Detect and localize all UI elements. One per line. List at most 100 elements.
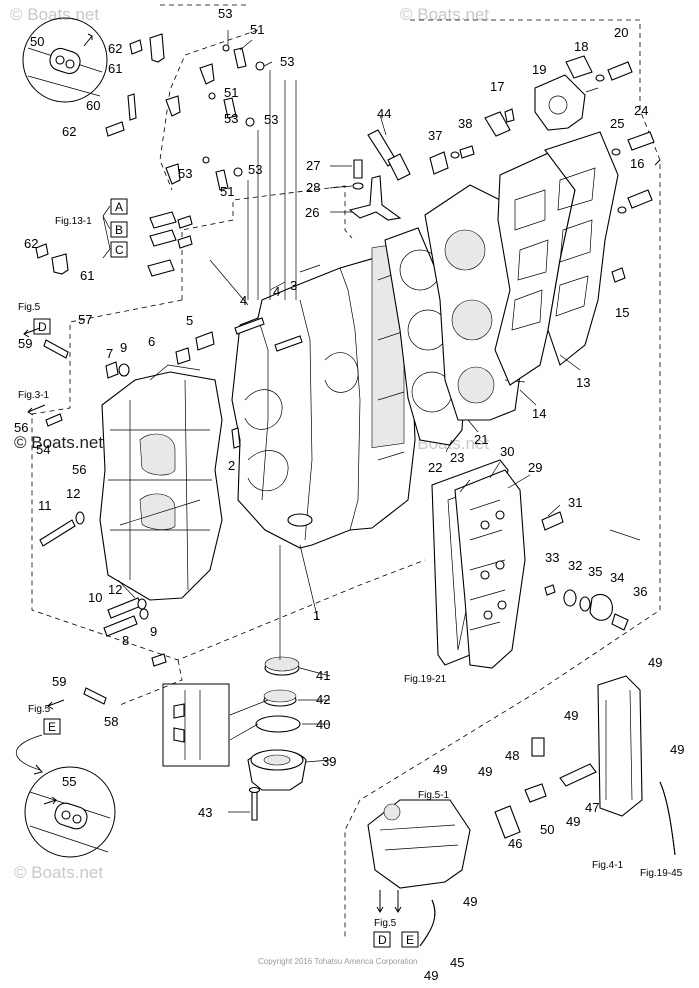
hose-fig19-45	[659, 781, 676, 856]
callout-12b: 12	[108, 582, 122, 597]
callout-15: 15	[615, 305, 629, 320]
callout-45: 45	[450, 955, 464, 970]
callout-38: 38	[458, 116, 472, 131]
callout-53f: 53	[248, 162, 262, 177]
callout-55: 55	[62, 774, 76, 789]
callout-41: 41	[316, 668, 330, 683]
fig-ref-5-1: Fig.5-1	[418, 790, 450, 801]
callout-22: 22	[428, 460, 442, 475]
callout-60: 60	[86, 98, 100, 113]
boxed-letter-b: B	[110, 221, 128, 238]
callout-10: 10	[88, 590, 102, 605]
callout-9a: 9	[120, 340, 127, 355]
callout-43: 43	[198, 805, 212, 820]
callout-51b: 51	[224, 85, 238, 100]
callout-2: 2	[228, 458, 235, 473]
seal-housing-39	[247, 749, 307, 791]
joint-48	[531, 737, 545, 757]
callout-6: 6	[148, 334, 155, 349]
callout-32: 32	[568, 558, 582, 573]
washer-12-upper	[75, 511, 85, 525]
bolt-11	[39, 519, 76, 547]
oil-seal-41	[264, 656, 300, 676]
callout-17: 17	[490, 79, 504, 94]
callout-14: 14	[532, 406, 546, 421]
relief-valve-34	[589, 594, 613, 621]
fig13-bracket	[102, 205, 111, 259]
callout-16: 16	[630, 156, 644, 171]
nuts-53	[202, 44, 265, 177]
callout-49f: 49	[566, 814, 580, 829]
callout-39: 39	[322, 754, 336, 769]
callout-23: 23	[450, 450, 464, 465]
callout-48: 48	[505, 748, 519, 763]
dowel-2	[231, 427, 241, 449]
callout-11: 11	[38, 498, 52, 513]
callout-3: 3	[290, 278, 297, 293]
fig-ref-arrows	[23, 159, 661, 913]
callout-13: 13	[576, 375, 590, 390]
callout-26: 26	[305, 205, 319, 220]
exhaust-tube	[597, 675, 643, 817]
bracket-60	[105, 93, 137, 137]
svg-text:B: B	[115, 223, 123, 237]
callout-61b: 61	[80, 268, 94, 283]
callout-4a: 4	[240, 293, 247, 308]
callout-44: 44	[377, 106, 391, 121]
callout-1: 1	[313, 608, 320, 623]
oil-seal-42	[263, 689, 297, 707]
callout-53b: 53	[280, 54, 294, 69]
leader-lines-top	[209, 30, 297, 306]
boxed-letter-e-mid: E	[43, 718, 61, 735]
pipe-57	[43, 339, 69, 359]
stud-4-upper	[234, 317, 265, 335]
bolt-27	[352, 159, 364, 190]
callout-49c: 49	[670, 742, 684, 757]
stud-4-lower	[274, 335, 303, 352]
svg-text:A: A	[115, 200, 123, 214]
callout-36: 36	[633, 584, 647, 599]
fig-ref-5-top: Fig.5	[18, 302, 41, 313]
washer-9-lower	[139, 608, 149, 620]
svg-text:E: E	[406, 933, 414, 947]
anode-covers	[147, 211, 193, 277]
bolt-5	[195, 331, 215, 351]
bolt-10	[107, 597, 142, 619]
bolt-38	[450, 145, 475, 159]
callout-24: 24	[634, 103, 648, 118]
dowel-6	[175, 347, 191, 365]
cable-bracket	[348, 175, 402, 221]
callout-numbers: 1 2 3 4 4 5 6 7 8 9 9 10 11 12 12 13 14 …	[14, 6, 684, 983]
callout-49d: 49	[433, 762, 447, 777]
inset-52	[22, 17, 108, 103]
callout-62a: 62	[108, 41, 122, 56]
callout-59a: 59	[18, 336, 32, 351]
oring-40	[255, 715, 301, 733]
bracket-61-upper	[129, 33, 165, 63]
callout-40: 40	[316, 717, 330, 732]
watermark-top-right: © Boats.net	[400, 5, 489, 24]
inset-55	[24, 766, 116, 858]
callout-31: 31	[568, 495, 582, 510]
plug-7	[105, 361, 119, 379]
copyright-notice: Copyright 2016 Tohatsu America Corporati…	[258, 957, 418, 966]
callout-42: 42	[316, 692, 330, 707]
bolt-43	[248, 786, 261, 821]
callout-12a: 12	[66, 486, 80, 501]
pipe-58	[83, 687, 107, 705]
callout-19: 19	[532, 62, 546, 77]
watermark-bottom-left: © Boats.net	[14, 863, 103, 882]
callout-49g: 49	[463, 894, 477, 909]
bolt-31	[541, 511, 564, 531]
crankcase	[99, 364, 223, 601]
callout-51a: 51	[250, 22, 264, 37]
hose-45	[419, 899, 436, 947]
bracket-61-lower	[35, 243, 69, 275]
washer-25	[611, 148, 621, 156]
assembly-outlines	[31, 4, 661, 940]
callout-5: 5	[186, 313, 193, 328]
callout-27: 27	[306, 158, 320, 173]
callout-49a: 49	[648, 655, 662, 670]
cylinder-head	[424, 184, 529, 421]
callout-59b: 59	[52, 674, 66, 689]
